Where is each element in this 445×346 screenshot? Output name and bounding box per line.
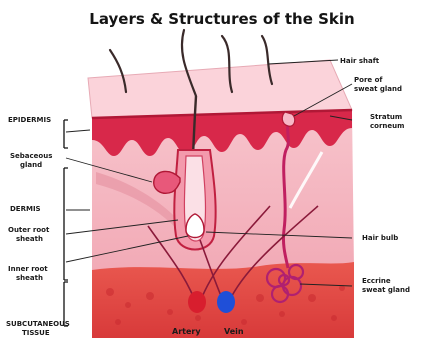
label-vein: Vein [224, 327, 244, 336]
label-stratum-line2: corneum [370, 122, 404, 130]
artery-dot [188, 291, 206, 313]
label-outer-root-line2: sheath [16, 235, 43, 243]
label-inner-root-line2: sheath [16, 274, 43, 282]
label-epidermis: EPIDERMIS [8, 116, 51, 124]
label-artery: Artery [172, 327, 201, 336]
label-pore-line2: sweat gland [354, 85, 402, 93]
skin-top-surface [88, 60, 352, 118]
label-inner-root-line1: Inner root [8, 265, 48, 273]
label-eccrine-line2: sweat gland [362, 286, 410, 294]
label-stratum-line1: Stratum [370, 113, 402, 121]
label-pore-line1: Pore of [354, 76, 383, 84]
left-brackets [64, 120, 68, 326]
vein-dot [217, 291, 235, 313]
label-sebaceous-line2: gland [20, 161, 42, 169]
label-sebaceous-line1: Sebaceous [10, 152, 52, 160]
label-hair-shaft: Hair shaft [340, 57, 380, 65]
label-subcutaneous-line1: SUBCUTANEOUS [6, 320, 70, 328]
label-outer-root-line1: Outer root [8, 226, 50, 234]
sweat-pore [282, 112, 294, 126]
label-subcutaneous-line2: TISSUE [22, 329, 50, 337]
label-dermis: DERMIS [10, 205, 41, 213]
diagram-title: Layers & Structures of the Skin [89, 10, 354, 28]
label-hair-bulb: Hair bulb [362, 234, 398, 242]
label-eccrine-line1: Eccrine [362, 277, 391, 285]
